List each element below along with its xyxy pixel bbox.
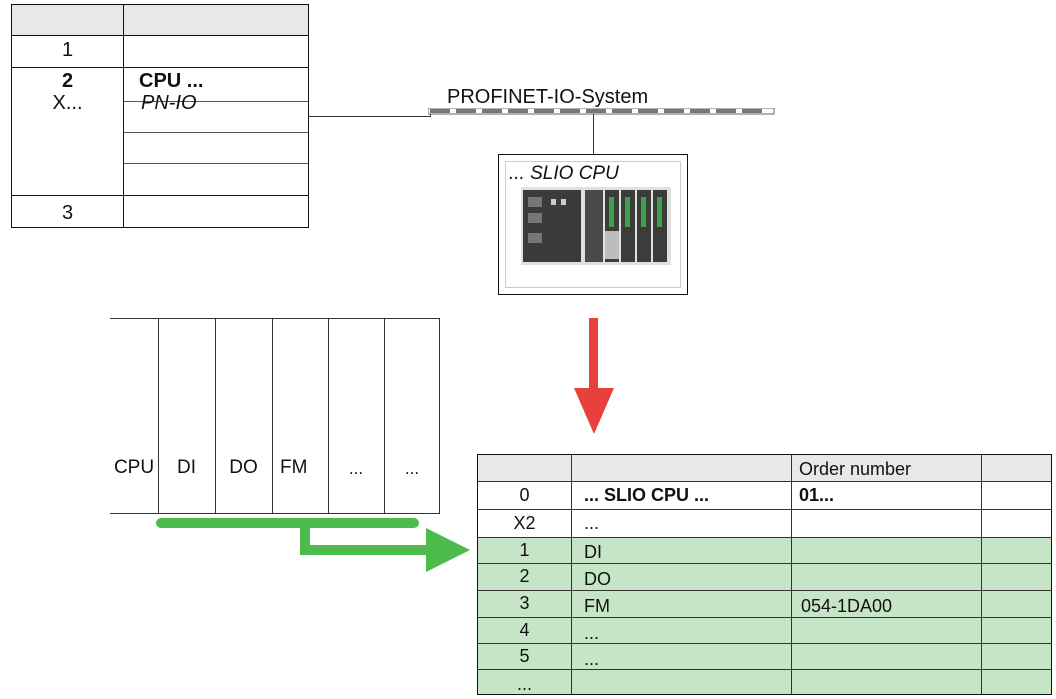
table-row: 4 ...: [478, 618, 1051, 644]
table-row: X2 ...: [478, 510, 1051, 538]
red-arrow-down-icon: [574, 318, 614, 434]
table-row: ...: [478, 670, 1051, 694]
rack-module-cpu: CPU ...: [139, 70, 204, 92]
table-row: 5 ...: [478, 644, 1051, 670]
config-table: Order number 0 ... SLIO CPU ... 01... X2…: [477, 454, 1052, 695]
table-row: 1 DI: [478, 538, 1051, 564]
module-fm: FM: [280, 457, 308, 478]
rack-slot-1: 1: [61, 39, 74, 61]
slio-device-image: [521, 187, 671, 265]
rack-header: [12, 5, 308, 35]
module-cpu: CPU: [113, 457, 155, 478]
table-row: 0 ... SLIO CPU ... 01...: [478, 482, 1051, 510]
config-header-order: Order number: [799, 459, 912, 479]
rack-slot-3: 3: [61, 202, 74, 224]
network-label: PROFINET-IO-System: [447, 86, 649, 108]
rack-slot-2: 2: [61, 70, 74, 92]
module-more-1: ...: [348, 459, 364, 478]
rack-slot-x: X...: [52, 92, 83, 114]
rack-module-pnio: PN-IO: [141, 92, 197, 114]
green-arrow-icon: [156, 518, 470, 572]
config-header-row: Order number: [478, 455, 1051, 482]
module-more-2: ...: [404, 459, 420, 478]
device-label: ... SLIO CPU: [509, 163, 619, 184]
module-strip: CPU DI DO FM ... ...: [110, 318, 440, 514]
module-di: DI: [177, 457, 196, 478]
table-row: 3 FM 054-1DA00: [478, 591, 1051, 618]
network-bus: [428, 108, 775, 115]
module-do: DO: [229, 457, 258, 478]
device-drop-line: [593, 114, 594, 154]
pnio-connector-line: [309, 116, 430, 117]
table-row: 2 DO: [478, 564, 1051, 591]
device-box: ... SLIO CPU: [498, 154, 688, 295]
rack-table: 1 2 CPU ... X... PN-IO 3: [11, 4, 309, 228]
